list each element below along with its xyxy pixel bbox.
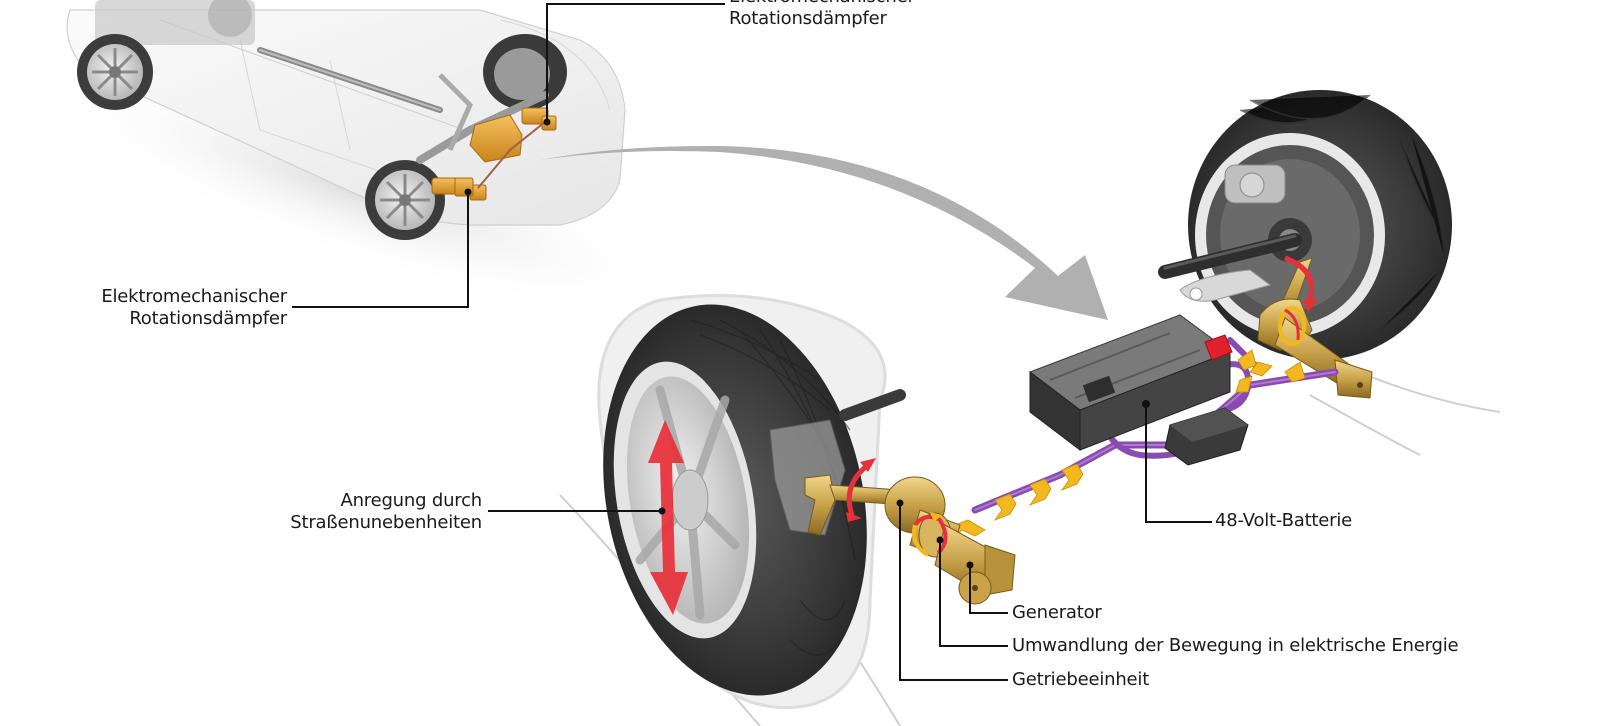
leader-lines <box>292 3 1212 681</box>
rear-wheel-detail <box>1158 90 1452 360</box>
car-front-wheel <box>77 34 153 110</box>
label-battery: 48-Volt-Batterie <box>1215 510 1352 532</box>
battery-48v <box>1028 314 1233 452</box>
label-damper-top: Elektromechanischer Rotationsdämpfer <box>729 0 915 30</box>
label-battery-text: 48-Volt-Batterie <box>1215 510 1353 531</box>
label-damper-left-line2: Rotationsdämpfer <box>129 308 287 329</box>
label-damper-left: Elektromechanischer Rotationsdämpfer <box>101 286 287 330</box>
label-road-excitation: Anregung durch Straßenunebenheiten <box>290 490 482 534</box>
car-rear-wheel-near <box>365 160 445 240</box>
energy-flow-chevrons <box>947 349 1306 541</box>
label-generator: Generator <box>1012 602 1102 624</box>
leader-generator <box>969 565 1008 614</box>
leader-gear-unit <box>899 503 1008 681</box>
leader-battery <box>1145 404 1212 523</box>
label-conversion: Umwandlung der Bewegung in elektrische E… <box>1012 635 1459 657</box>
label-damper-left-line1: Elektromechanischer <box>101 286 287 307</box>
label-damper-top-line1: Elektromechanischer <box>729 0 915 8</box>
leader-dots <box>464 118 1150 569</box>
road-excitation-arrow <box>648 420 688 615</box>
label-gear-unit: Getriebeeinheit <box>1012 669 1149 691</box>
transition-arrow <box>540 145 1108 320</box>
label-road-excitation-line1: Anregung durch <box>340 490 482 511</box>
leader-conversion <box>939 540 1008 647</box>
label-generator-text: Generator <box>1012 602 1102 623</box>
leader-damper-left <box>292 192 469 308</box>
label-road-excitation-line2: Straßenunebenheiten <box>290 512 482 533</box>
leader-damper-top <box>546 3 725 122</box>
label-conversion-text: Umwandlung der Bewegung in elektrische E… <box>1012 635 1459 656</box>
rotary-damper-right <box>1257 255 1373 399</box>
car-overview <box>45 0 675 312</box>
control-unit <box>1164 407 1249 466</box>
label-gear-unit-text: Getriebeeinheit <box>1012 669 1150 690</box>
label-damper-top-line2: Rotationsdämpfer <box>729 8 887 29</box>
car-rear-wheel-far <box>483 34 567 110</box>
